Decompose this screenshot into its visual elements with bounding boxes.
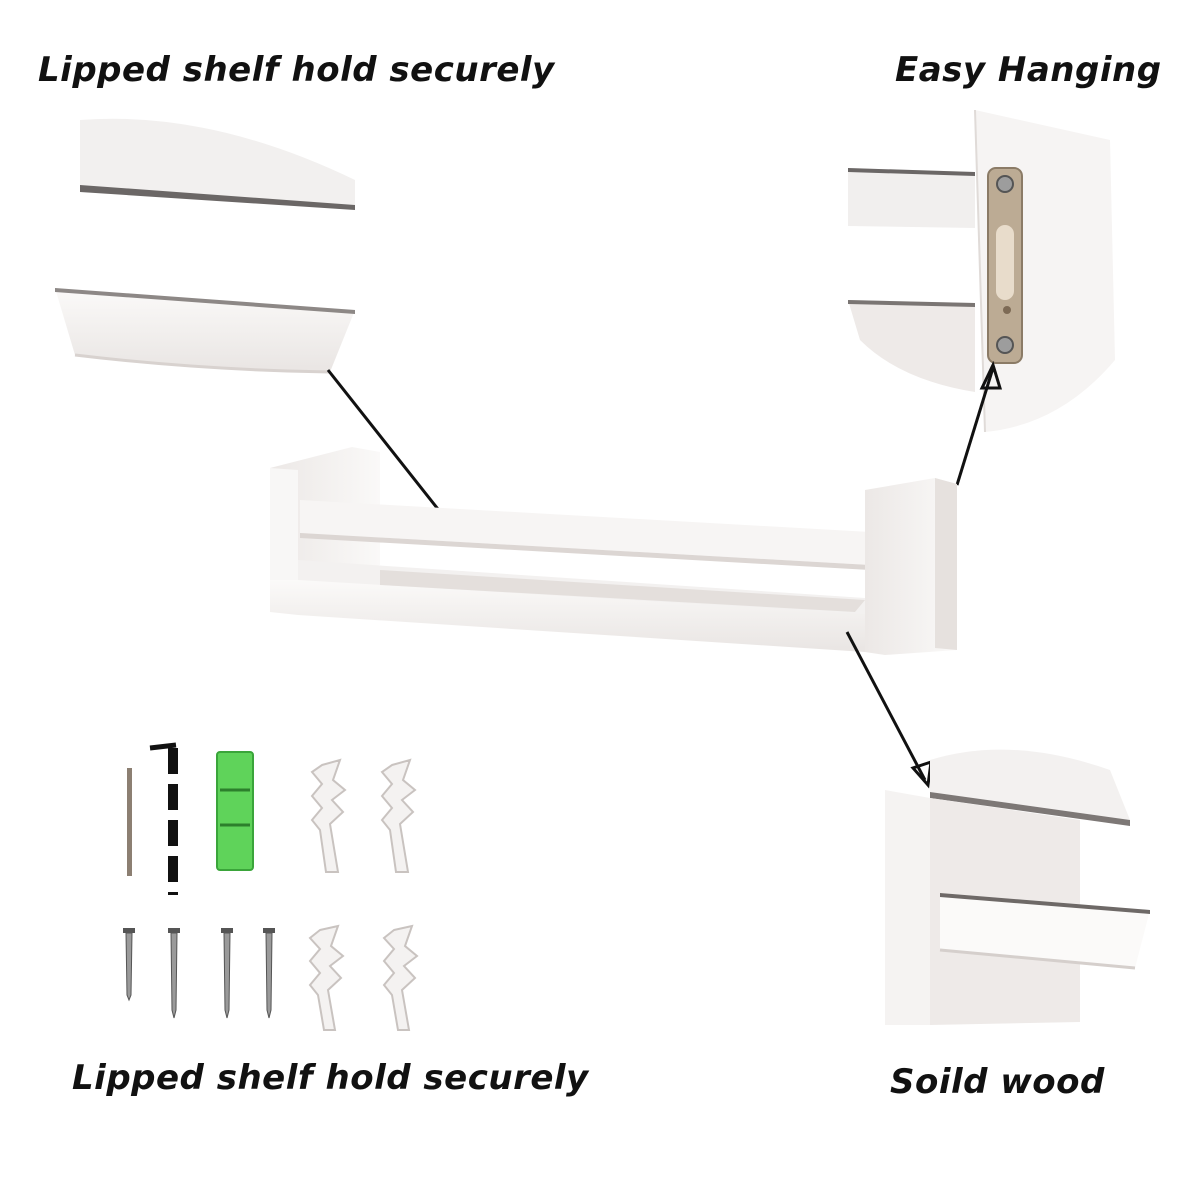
wall-anchor-icon [310,758,347,873]
spirit-level-icon [216,751,254,871]
screw-icon [996,336,1014,354]
wall-anchor-icon [308,924,345,1031]
wall-anchor-icon [380,758,417,873]
zoom-hanging-bracket [848,109,1115,433]
pointer-arrow-top-right [955,360,1003,486]
caption-top-right: Easy Hanging [895,50,1162,90]
screw-icon [123,928,135,1002]
zoom-lipped-rail [55,118,355,374]
caption-bottom-right: Soild wood [890,1062,1105,1102]
hardware-kit [123,742,419,1031]
screw-icon [221,928,233,1019]
wall-shelf [270,447,957,655]
caption-bottom-left: Lipped shelf hold securely [72,1058,589,1098]
screw-icon [996,175,1014,193]
pencil-icon [127,768,132,876]
wall-anchor-icon [382,924,419,1031]
pointer-arrow-bottom-right [845,631,933,789]
screw-icon [263,928,275,1019]
screw-icon [168,928,180,1019]
caption-top-left: Lipped shelf hold securely [38,50,555,90]
zoom-solid-wood [885,749,1150,1025]
pointer-line-top-left [326,369,447,519]
